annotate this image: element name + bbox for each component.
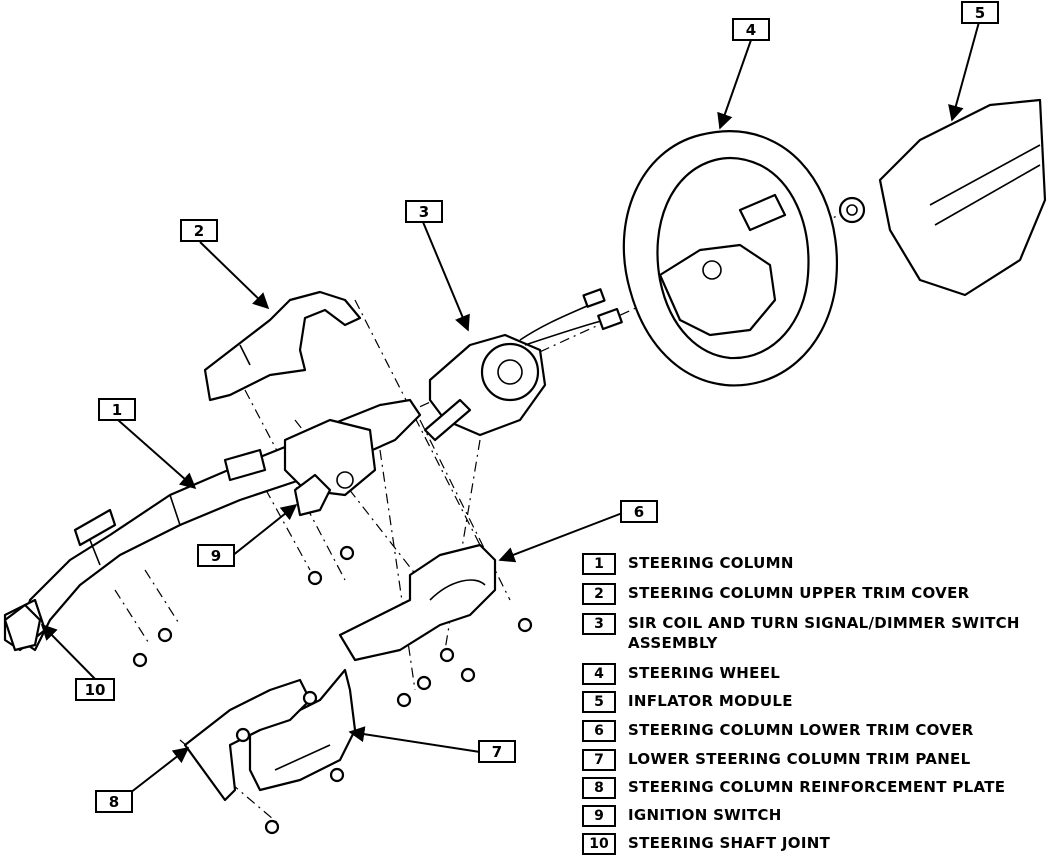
legend-number: 8 (582, 777, 616, 799)
callout-7: 7 (478, 740, 516, 763)
sir-coil-switch-part (423, 288, 623, 442)
callout-5: 5 (961, 1, 999, 24)
lower-trim-cover-part (338, 543, 497, 662)
legend-label: SIR COIL AND TURN SIGNAL/DIMMER SWITCH A… (628, 614, 1020, 652)
screws (132, 545, 533, 835)
lower-trim-panel-part (248, 668, 357, 792)
legend-number: 6 (582, 720, 616, 742)
legend-number: 5 (582, 691, 616, 713)
callout-10-label: 10 (85, 681, 106, 699)
legend-number: 9 (582, 805, 616, 827)
leader-arrows (40, 21, 980, 794)
legend-row-9: 9 IGNITION SWITCH (582, 805, 1038, 827)
legend-row-7: 7 LOWER STEERING COLUMN TRIM PANEL (582, 749, 1038, 771)
callout-9: 9 (197, 544, 235, 567)
legend-row-3: 3 SIR COIL AND TURN SIGNAL/DIMMER SWITCH… (582, 613, 1038, 653)
callout-8-label: 8 (109, 793, 119, 811)
callout-8: 8 (95, 790, 133, 813)
callout-2-label: 2 (194, 222, 204, 240)
legend-number: 3 (582, 613, 616, 635)
callout-1: 1 (98, 398, 136, 421)
callout-7-label: 7 (492, 743, 502, 761)
legend-label: IGNITION SWITCH (628, 806, 782, 824)
legend-row-2: 2 STEERING COLUMN UPPER TRIM COVER (582, 583, 1038, 605)
callout-6-label: 6 (634, 503, 644, 521)
legend-number: 2 (582, 583, 616, 605)
callout-1-label: 1 (112, 401, 122, 419)
callout-3: 3 (405, 200, 443, 223)
legend-label: STEERING COLUMN (628, 554, 794, 572)
legend-row-1: 1 STEERING COLUMN (582, 553, 1038, 575)
callout-4-label: 4 (746, 21, 756, 39)
legend-row-10: 10 STEERING SHAFT JOINT (582, 833, 1038, 855)
legend-number: 4 (582, 663, 616, 685)
upper-trim-cover-part (203, 290, 362, 402)
legend-row-8: 8 STEERING COLUMN REINFORCEMENT PLATE (582, 777, 1038, 799)
legend-label: LOWER STEERING COLUMN TRIM PANEL (628, 750, 971, 768)
callout-10: 10 (75, 678, 115, 701)
legend-label: STEERING SHAFT JOINT (628, 834, 831, 852)
legend-row-6: 6 STEERING COLUMN LOWER TRIM COVER (582, 720, 1038, 742)
inflator-module-part (878, 98, 1047, 297)
callout-4: 4 (732, 18, 770, 41)
steering-column-part (3, 398, 422, 652)
legend-row-5: 5 INFLATOR MODULE (582, 691, 1038, 713)
legend-label: STEERING COLUMN LOWER TRIM COVER (628, 721, 974, 739)
callout-3-label: 3 (419, 203, 429, 221)
callout-2: 2 (180, 219, 218, 242)
wheel-nut-part (838, 196, 866, 224)
legend-label: STEERING WHEEL (628, 664, 781, 682)
legend-number: 10 (582, 833, 616, 855)
callout-9-label: 9 (211, 547, 221, 565)
legend-row-4: 4 STEERING WHEEL (582, 663, 1038, 685)
steering-wheel-part (622, 129, 839, 387)
ignition-switch-part (293, 473, 332, 517)
legend-label: STEERING COLUMN UPPER TRIM COVER (628, 584, 970, 602)
legend-label: INFLATOR MODULE (628, 692, 793, 710)
reinforcement-plate-part (183, 678, 312, 802)
callout-6: 6 (620, 500, 658, 523)
shaft-joint-part (3, 603, 42, 652)
callout-5-label: 5 (975, 4, 985, 22)
legend-label: STEERING COLUMN REINFORCEMENT PLATE (628, 778, 1006, 796)
legend-number: 1 (582, 553, 616, 575)
legend-number: 7 (582, 749, 616, 771)
